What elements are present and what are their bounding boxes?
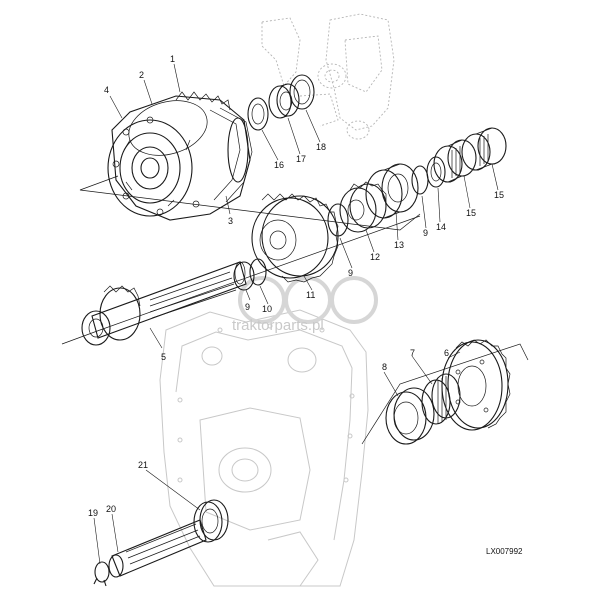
callout-14: 14: [436, 222, 446, 232]
part-9-circlip-middle: [327, 203, 349, 237]
leader-lines: [93, 63, 499, 565]
callout-3: 3: [228, 216, 233, 226]
callout-4: 4: [104, 85, 109, 95]
drawing-code: LX007992: [486, 547, 523, 556]
callout-12: 12: [370, 252, 380, 262]
part-14-spacer: [426, 156, 446, 188]
callout-5: 5: [161, 352, 166, 362]
upper-plane-line: [79, 175, 421, 231]
callout-19: 19: [88, 508, 98, 518]
callout-15-b: 15: [494, 190, 504, 200]
lower-housing-outline: [159, 309, 369, 587]
callout-labels: 1 2 4 3 5 6 7 8 9 9 9 10 11 12 13 14 15 …: [88, 54, 504, 518]
callout-17: 17: [296, 154, 306, 164]
callout-10: 10: [262, 304, 272, 314]
part-9-circlip-lower: [233, 261, 255, 291]
part-10-washer: [249, 258, 267, 286]
part-13-coupler: [365, 163, 419, 219]
part-9-circlip-upper: [411, 165, 429, 195]
part-5-pinion-shaft: [81, 261, 247, 346]
part-7-bearing-cone: [421, 373, 461, 425]
part-20-shaft: [108, 519, 207, 578]
callout-9-lower: 9: [245, 302, 250, 312]
callout-9-middle: 9: [348, 268, 353, 278]
callout-16: 16: [274, 160, 284, 170]
callout-2: 2: [139, 70, 144, 80]
callout-11: 11: [306, 290, 315, 300]
callout-7: 7: [410, 348, 415, 358]
part-18-cup: [289, 74, 315, 110]
part-15-bearing-a: [433, 139, 477, 183]
part-19-snap-ring: [93, 561, 110, 587]
callout-1: 1: [170, 54, 175, 64]
callout-9-upper: 9: [423, 228, 428, 238]
callout-18: 18: [316, 142, 326, 152]
part-16-shim: [247, 97, 269, 131]
part-8-bearing-cup: [385, 387, 435, 445]
upper-housing-outline: [261, 13, 395, 140]
callout-20: 20: [106, 504, 116, 514]
watermark-text: traktorparts.pl: [232, 317, 324, 334]
part-12-gear: [339, 181, 387, 233]
watermark-logo: traktorparts.pl: [232, 276, 378, 334]
callout-6: 6: [444, 348, 449, 358]
callout-13: 13: [394, 240, 404, 250]
middle-plane-line: [61, 215, 421, 345]
part-6-ring-gear: [441, 339, 511, 431]
callout-21: 21: [138, 460, 148, 470]
part-21-seal: [193, 499, 229, 543]
part-17-bearing: [268, 83, 300, 119]
part-15-bearing-b: [461, 127, 507, 171]
lower-plane-line: [361, 343, 529, 445]
callout-8: 8: [382, 362, 387, 372]
part-11-gear: [251, 193, 339, 283]
callout-15-a: 15: [466, 208, 476, 218]
differential-assembly: [107, 91, 253, 221]
